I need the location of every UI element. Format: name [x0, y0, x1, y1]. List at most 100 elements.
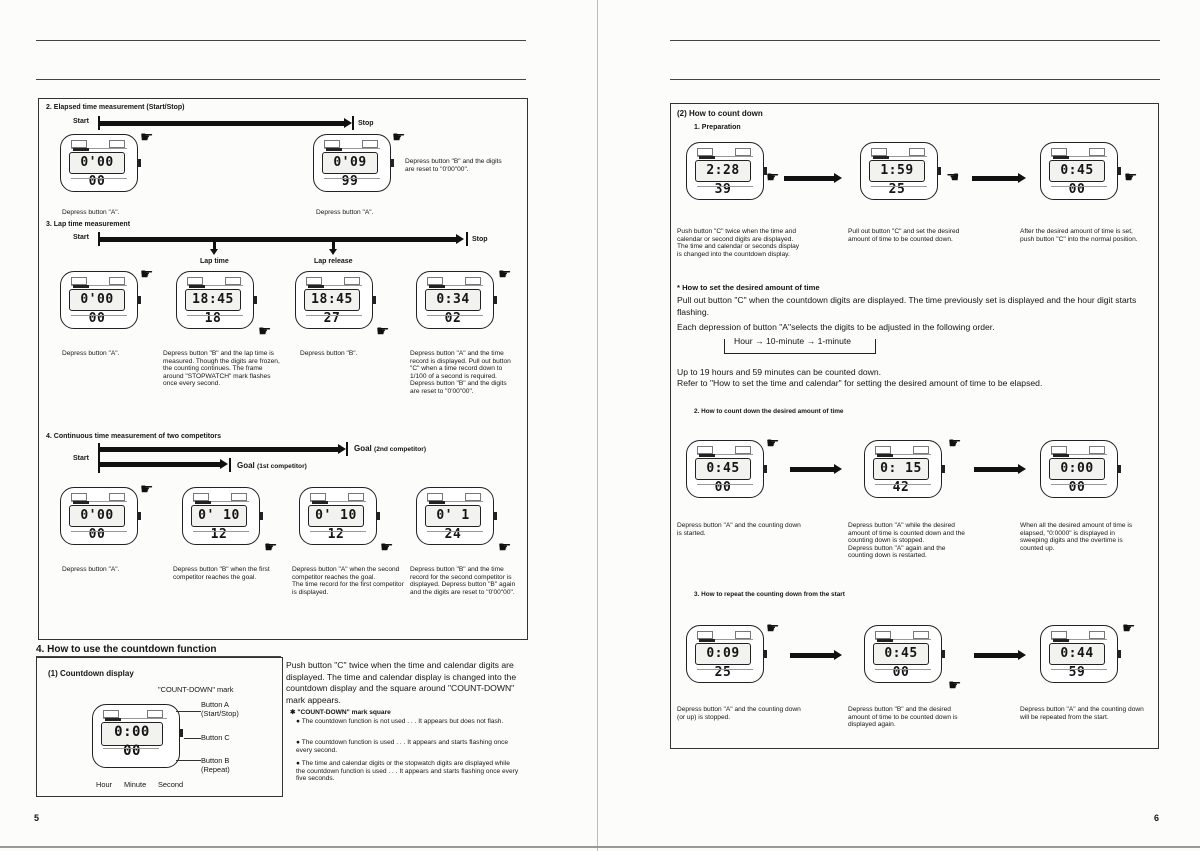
goal1-label: Goal (1st competitor) [237, 461, 307, 470]
goal2-label: Goal (2nd competitor) [354, 444, 427, 453]
finger-icon: ☛ [140, 481, 154, 498]
stop-bar-3 [466, 232, 468, 246]
caption-depress-a-2: Depress button "A". [316, 209, 374, 216]
caption-3d: Depress button "A" and the time record i… [410, 350, 511, 395]
countdown-box [670, 103, 1159, 749]
page-number-left: 5 [34, 813, 40, 823]
prep-arrow-2 [972, 173, 1026, 183]
finger-icon: ☛ [1124, 169, 1138, 186]
set-time-title: * How to set the desired amount of time [677, 283, 820, 292]
set-time-text-2: Each depression of button "A"selects the… [677, 322, 995, 332]
page-gutter [597, 0, 598, 851]
top-rule-left [36, 40, 526, 41]
finger-icon: ☚ [946, 169, 960, 186]
watch-3d: 0:34 02 [416, 271, 497, 329]
watch-repeat-3: 0:44 59 [1040, 625, 1121, 683]
countdown-section-title: 4. How to use the countdown function [36, 644, 217, 655]
caption-prep-1: Push button "C" twice when the time and … [677, 228, 800, 258]
caption-reset-1: Depress button "B" and the digits are re… [405, 158, 502, 173]
watch-prep-1: 2:28 39 [686, 142, 767, 200]
finger-icon: ☛ [264, 539, 278, 556]
second-rule-left [36, 79, 526, 80]
watch-2b: 0'09 99 [313, 134, 394, 192]
caption-3b: Depress button "B" and the lap time is m… [163, 350, 280, 388]
finger-icon: ☛ [380, 539, 394, 556]
finger-icon: ☛ [140, 266, 154, 283]
watch-prep-2: 1:59 25 [860, 142, 941, 200]
start-bar-4 [98, 443, 100, 473]
watch-count-2: 0: 15 42 [864, 440, 945, 498]
set-time-text-1: Pull out button "C" when the countdown d… [677, 295, 1137, 317]
watch-repeat-2: 0:45 00 [864, 625, 945, 683]
caption-prep-3: After the desired amount of time is set,… [1020, 228, 1138, 243]
finger-icon: ☛ [376, 323, 390, 340]
caption-4d: Depress button "B" and the time record f… [410, 566, 516, 596]
countdown-intro-text: Push button "C" twice when the time and … [286, 660, 517, 705]
stop-label: Stop [358, 120, 374, 127]
label-minute: Minute [124, 780, 147, 789]
finger-icon: ☛ [948, 435, 962, 452]
finger-icon: ☛ [258, 323, 272, 340]
caption-4c: Depress button "A" when the second compe… [292, 566, 404, 596]
stop-label-3: Stop [472, 236, 488, 243]
label-button-b: Button B(Repeat) [201, 756, 230, 774]
finger-icon: ☛ [948, 677, 962, 694]
caption-count-1: Depress button "A" and the counting down… [677, 522, 801, 537]
start-label-3: Start [73, 234, 89, 241]
repeat-arrow-1 [790, 650, 842, 660]
watch-4d: 0' 1 24 [416, 487, 497, 545]
order-box [724, 339, 876, 354]
watch-4c: 0' 10 12 [299, 487, 380, 545]
leader-line-b [176, 760, 201, 761]
caption-prep-2: Pull out button "C" and set the desired … [848, 228, 960, 243]
goal2-bar [346, 442, 348, 456]
start-bar [98, 116, 100, 130]
caption-count-2: Depress button "A" while the desired amo… [848, 522, 965, 560]
finger-icon: ☛ [392, 129, 406, 146]
start-stop-arrow [100, 118, 352, 128]
finger-icon: ☛ [766, 435, 780, 452]
watch-2a: 0'00 00 [60, 134, 141, 192]
finger-icon: ☛ [766, 169, 780, 186]
caption-count-3: When all the desired amount of time is e… [1020, 522, 1133, 552]
watch-3c: 18:45 27 [295, 271, 376, 329]
watch-3b: 18:45 18 [176, 271, 257, 329]
caption-3a: Depress button "A". [62, 350, 120, 357]
finger-icon: ☛ [498, 266, 512, 283]
lap-release-label: Lap release [314, 258, 353, 265]
caption-repeat-2: Depress button "B" and the desired amoun… [848, 706, 958, 729]
label-second: Second [158, 780, 184, 789]
goal2-arrow [100, 444, 346, 454]
repeat-title: 3. How to repeat the counting down from … [694, 591, 845, 598]
caption-repeat-3: Depress button "A" and the counting down… [1020, 706, 1144, 721]
finger-icon: ☛ [498, 539, 512, 556]
caption-4b: Depress button "B" when the first compet… [173, 566, 270, 581]
repeat-arrow-2 [974, 650, 1026, 660]
watch-4b: 0' 10 12 [182, 487, 263, 545]
watch-count-1: 0:45 00 [686, 440, 767, 498]
bullet-used: ● The countdown function is used . . . I… [296, 739, 509, 754]
finger-icon: ☛ [766, 620, 780, 637]
watch-count-3: 0:00 00 [1040, 440, 1121, 498]
lap-arrow [100, 234, 464, 244]
caption-depress-a-1: Depress button "A". [62, 209, 120, 216]
how-to-count-down-title: (2) How to count down [677, 109, 763, 118]
section-2-title: 2. Elapsed time measurement (Start/Stop) [46, 104, 185, 111]
start-label: Start [73, 118, 89, 125]
label-hour: Hour [96, 780, 113, 789]
leader-line-a [176, 711, 201, 712]
countdown-title-rule [36, 656, 281, 657]
caption-3c: Depress button "B". [300, 350, 358, 357]
prep-arrow-1 [784, 173, 842, 183]
watch-3a: 0'00 00 [60, 271, 141, 329]
bullet-not-used: ● The countdown function is not used . .… [296, 718, 504, 725]
watch-repeat-1: 0:09 25 [686, 625, 767, 683]
bottom-edge [0, 846, 1200, 848]
count-arrow-2 [974, 464, 1026, 474]
lap-release-arrow [329, 241, 337, 255]
preparation-title: 1. Preparation [694, 124, 741, 131]
goal1-arrow [100, 459, 228, 469]
watch-prep-3: 0:45 00 [1040, 142, 1121, 200]
stopwatch-box [38, 98, 528, 640]
page-number-right: 6 [1154, 813, 1160, 823]
